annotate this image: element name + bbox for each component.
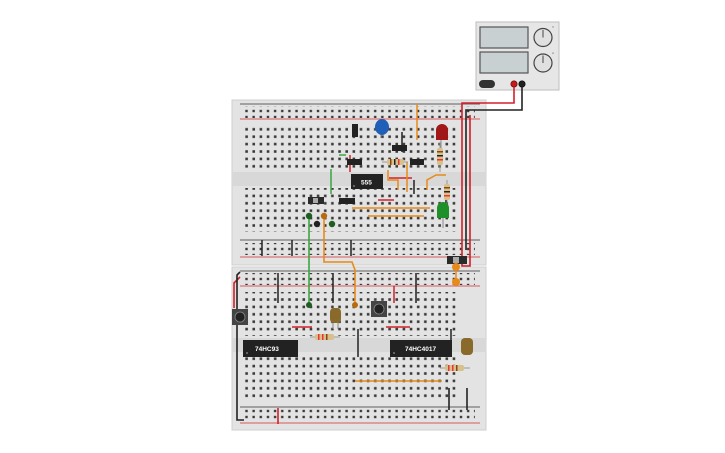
counter-chip-right-label: 74HC4017 (405, 346, 436, 353)
probe-orange-right[interactable] (452, 263, 460, 271)
current-display (479, 51, 529, 74)
timer-chip-label: 555 (361, 180, 372, 187)
timer-chip-555[interactable]: 555 (351, 174, 383, 189)
probe-orange[interactable] (320, 212, 328, 220)
resistor-vertical[interactable] (437, 143, 443, 172)
probe-green-2[interactable] (328, 220, 336, 228)
svg-text:V: V (552, 25, 555, 29)
electrolytic-capacitor-left[interactable] (330, 308, 341, 329)
push-button-left[interactable] (232, 309, 248, 325)
svg-text:A: A (552, 51, 555, 55)
resistor-upper[interactable] (382, 159, 408, 165)
diode-middle[interactable] (392, 145, 407, 151)
probe-orange-right-2[interactable] (452, 278, 460, 286)
voltage-display (479, 26, 529, 49)
probe-green[interactable] (305, 212, 313, 220)
negative-terminal (518, 80, 526, 88)
resistor-lower-right[interactable] (440, 365, 470, 371)
probe-orange-lower[interactable] (352, 302, 358, 308)
diode-lower[interactable] (339, 198, 355, 204)
positive-terminal (510, 80, 518, 88)
counter-chip-left-label: 74HC93 (255, 346, 279, 353)
probe-black[interactable] (313, 220, 321, 228)
jumper-wires-upper[interactable] (261, 104, 447, 256)
power-supply[interactable]: VA (475, 21, 560, 91)
push-button-right[interactable] (371, 301, 387, 317)
ceramic-capacitor[interactable] (375, 119, 389, 138)
probe-green-lower[interactable] (306, 302, 312, 308)
signal-wires[interactable] (308, 216, 356, 305)
electrolytic-capacitor-right[interactable] (461, 338, 473, 355)
power-switch[interactable] (479, 80, 495, 88)
counter-chip-74hc93[interactable]: 74HC93 (243, 340, 298, 357)
diode-upper[interactable] (347, 159, 362, 165)
led-green[interactable] (437, 202, 449, 228)
diode-right[interactable] (410, 159, 424, 165)
counter-chip-74hc4017[interactable]: 74HC4017 (390, 340, 452, 357)
resistor-vertical-2[interactable] (444, 180, 450, 206)
led-red[interactable] (436, 124, 448, 148)
diode-vertical[interactable] (352, 124, 358, 137)
resistor-lower-left[interactable] (310, 334, 340, 340)
